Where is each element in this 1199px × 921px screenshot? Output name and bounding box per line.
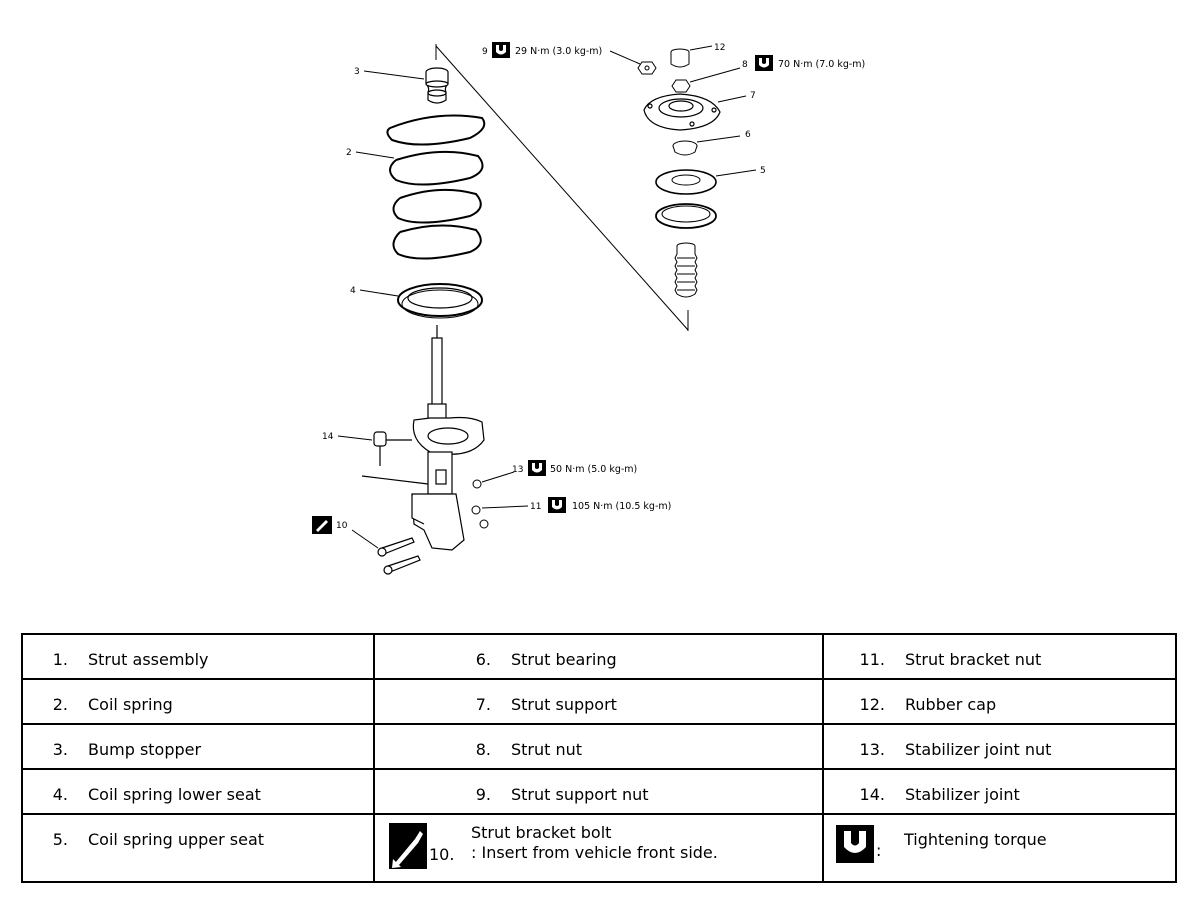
legend-label: Strut bracket nut <box>905 650 1042 669</box>
legend-number: 11. <box>859 650 885 669</box>
legend-label: Coil spring <box>88 695 173 714</box>
callout-10: 10 <box>336 521 348 531</box>
legend-label: Stabilizer joint <box>905 785 1020 804</box>
torque-9: 29 N·m (3.0 kg-m) <box>515 46 602 57</box>
legend-label: Tightening torque <box>904 830 1047 849</box>
stabilizer-joint-nut-part <box>472 479 482 489</box>
torque-icon-11 <box>548 497 566 513</box>
legend-row: 3. Bump stopper 8. Strut nut 13. Stabilizer… <box>21 723 1177 770</box>
legend-number: 13. <box>859 740 885 759</box>
legend-row: 4. Coil spring lower seat 9. Strut support… <box>21 768 1177 815</box>
strut-bearing-part <box>672 140 698 156</box>
legend-label: Stabilizer joint nut <box>905 740 1052 759</box>
strut-support-nut-part <box>637 61 657 75</box>
callout-11: 11 <box>530 502 541 512</box>
strut-assembly-part <box>361 325 485 551</box>
legend-row: 2. Coil spring 7. Strut support 12. Rubber … <box>21 678 1177 725</box>
legend-number: 14. <box>859 785 885 804</box>
callout-9: 9 <box>482 47 488 57</box>
legend-number: 6. <box>475 650 491 669</box>
legend-number: 2. <box>52 695 68 714</box>
legend-number: 4. <box>52 785 68 804</box>
legend-row: 1. Strut assembly 6. Strut bearing 11. Stru… <box>21 633 1177 680</box>
legend-row: 5. Coil spring upper seat 10. Strut brack… <box>21 813 1177 883</box>
coil-spring-part <box>386 114 486 260</box>
bolt-direction-icon <box>389 823 427 869</box>
legend-note: : Insert from vehicle front side. <box>471 843 718 862</box>
group-divider-line <box>435 45 689 331</box>
torque-icon-13 <box>528 460 546 476</box>
legend-label: Bump stopper <box>88 740 202 759</box>
rubber-cap-part <box>670 48 690 68</box>
torque-icon-9 <box>492 42 510 58</box>
legend-label: Coil spring upper seat <box>88 830 265 849</box>
bolt-direction-marker-icon <box>312 516 332 534</box>
legend-label: Coil spring lower seat <box>88 785 261 804</box>
bump-stopper-part <box>425 67 449 104</box>
callout-2: 2 <box>346 148 352 158</box>
legend-label: Rubber cap <box>905 695 997 714</box>
strut-bracket-nut-part <box>471 505 489 529</box>
torque-8: 70 N·m (7.0 kg-m) <box>778 59 865 70</box>
strut-nut-part <box>671 79 691 93</box>
legend-label: Strut bearing <box>511 650 617 669</box>
callout-14: 14 <box>322 432 334 442</box>
insulator-ring-part <box>655 203 717 229</box>
legend-number: 7. <box>475 695 491 714</box>
legend-number: 12. <box>859 695 885 714</box>
legend-number: 8. <box>475 740 491 759</box>
callout-7: 7 <box>750 91 756 101</box>
callout-3: 3 <box>354 67 360 77</box>
parts-legend-table: 1. Strut assembly 6. Strut bearing 11. Stru… <box>21 633 1177 883</box>
torque-icon-8 <box>755 55 773 71</box>
callout-8: 8 <box>742 60 748 70</box>
dust-boot-part <box>674 242 698 298</box>
legend-number: 9. <box>475 785 491 804</box>
strut-exploded-diagram: 3 2 4 14 <box>312 42 865 575</box>
legend-number: 1. <box>52 650 68 669</box>
strut-bracket-bolt-part <box>377 537 421 575</box>
legend-colon: : <box>876 841 882 860</box>
torque-wrench-icon <box>836 825 874 863</box>
legend-label: Strut bracket bolt <box>471 823 612 842</box>
strut-support-part <box>643 93 721 131</box>
callout-6: 6 <box>745 130 751 140</box>
stabilizer-joint-part <box>373 431 412 466</box>
legend-label: Strut support <box>511 695 617 714</box>
torque-11: 105 N·m (10.5 kg-m) <box>572 501 671 512</box>
legend-label: Strut support nut <box>511 785 649 804</box>
legend-number: 5. <box>52 830 68 849</box>
coil-spring-upper-seat-part <box>655 169 717 195</box>
callout-13: 13 <box>512 465 523 475</box>
legend-number: 10. <box>429 845 455 864</box>
callout-5: 5 <box>760 166 766 176</box>
torque-13: 50 N·m (5.0 kg-m) <box>550 464 637 475</box>
legend-label: Strut nut <box>511 740 583 759</box>
coil-spring-lower-seat-part <box>397 283 483 319</box>
callout-12: 12 <box>714 43 725 53</box>
legend-label: Strut assembly <box>88 650 209 669</box>
legend-number: 3. <box>52 740 68 759</box>
callout-4: 4 <box>350 286 356 296</box>
